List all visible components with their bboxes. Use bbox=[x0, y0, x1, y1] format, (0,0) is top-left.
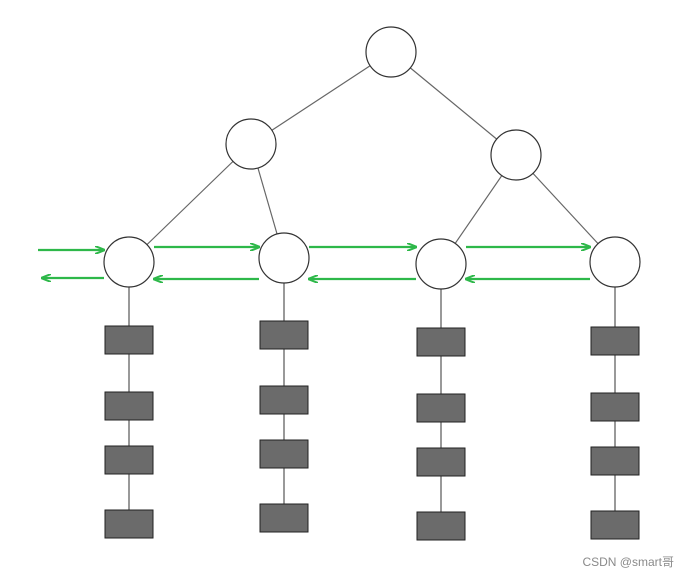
leaf-1-record-1 bbox=[104, 325, 154, 355]
edge-internal-left-leaf-1 bbox=[146, 160, 234, 246]
leaf-2-node bbox=[258, 232, 310, 284]
root-node bbox=[365, 26, 417, 78]
edge-root-internal-right bbox=[409, 67, 498, 140]
leaf-3-record-1 bbox=[416, 327, 466, 357]
leaf-2-record-2 bbox=[259, 385, 309, 415]
internal-left-node bbox=[225, 118, 277, 170]
leaf-2-record-4 bbox=[259, 503, 309, 533]
leaf-4-record-3 bbox=[590, 446, 640, 476]
leaf-3-record-3 bbox=[416, 447, 466, 477]
edge-root-internal-left bbox=[271, 65, 371, 131]
leaf-1-record-2 bbox=[104, 391, 154, 421]
leaf-records bbox=[104, 320, 640, 541]
leaf-2-record-1 bbox=[259, 320, 309, 350]
internal-right-node bbox=[490, 129, 542, 181]
edge-internal-right-leaf-3 bbox=[454, 175, 503, 244]
leaf-4-record-4 bbox=[590, 510, 640, 540]
leaf-1-record-4 bbox=[104, 509, 154, 539]
leaf-4-record-2 bbox=[590, 392, 640, 422]
watermark: CSDN @smart哥 bbox=[582, 555, 674, 569]
tree-nodes bbox=[103, 26, 641, 290]
edge-internal-right-leaf-4 bbox=[532, 172, 599, 245]
edge-internal-left-leaf-2 bbox=[257, 167, 278, 235]
leaf-3-node bbox=[415, 238, 467, 290]
record-chains bbox=[128, 283, 616, 512]
leaf-1-record-3 bbox=[104, 445, 154, 475]
leaf-4-record-1 bbox=[590, 326, 640, 356]
leaf-3-record-2 bbox=[416, 393, 466, 423]
leaf-1-node bbox=[103, 236, 155, 288]
leaf-2-record-3 bbox=[259, 439, 309, 469]
leaf-4-node bbox=[589, 236, 641, 288]
leaf-3-record-4 bbox=[416, 511, 466, 541]
tree-edges bbox=[146, 65, 599, 246]
leaf-links bbox=[38, 247, 590, 279]
